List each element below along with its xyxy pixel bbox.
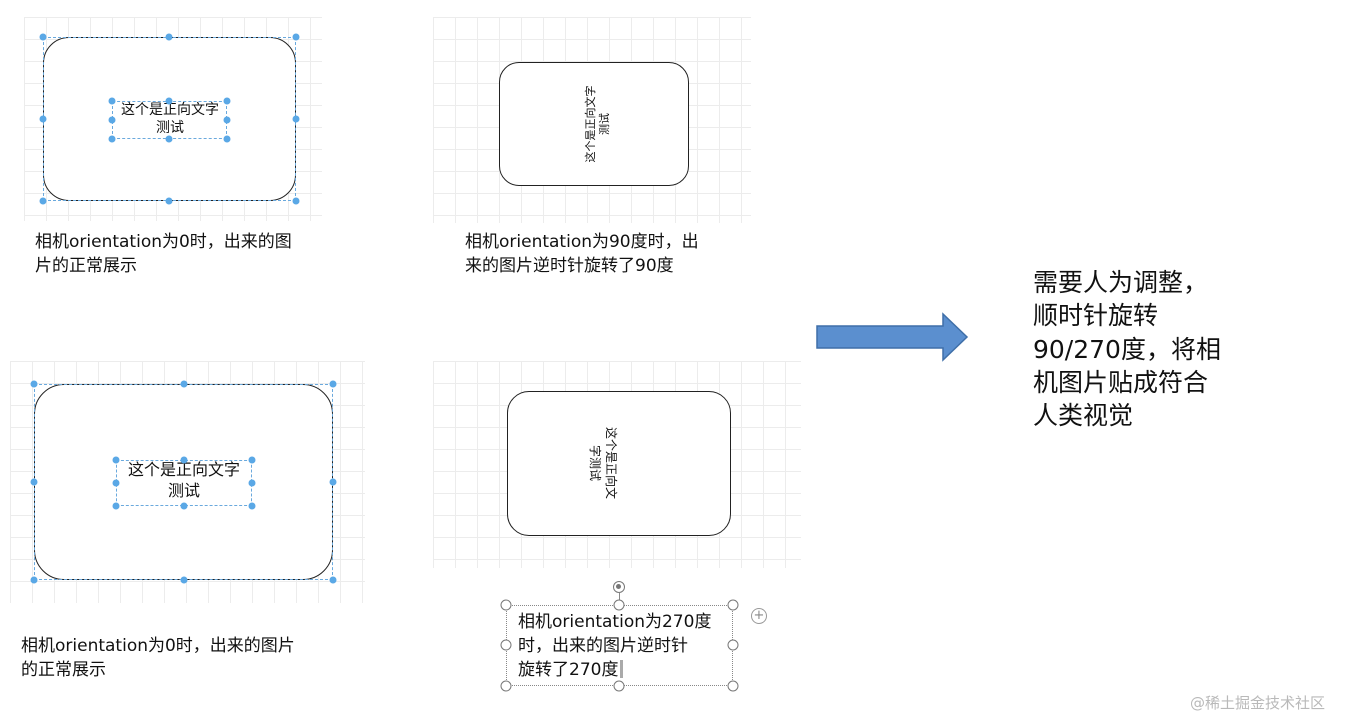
inner-text-line: 这个是正向文 [604, 426, 618, 499]
bottom-right-rotated-text[interactable]: 这个是正向文 字测试 [578, 413, 618, 513]
selection-handle[interactable] [39, 115, 47, 123]
selection-handle[interactable] [30, 380, 38, 388]
conclusion-line: 机图片贴成符合 [1033, 367, 1209, 397]
caption-line: 旋转了270度 [518, 659, 711, 683]
top-right-rotated-text[interactable]: 这个是正向文字 测试 [584, 69, 624, 179]
caption-line-text: 旋转了270度 [518, 659, 619, 680]
caption-line: 来的图片逆时针旋转了90度 [465, 255, 674, 276]
selection-handle[interactable] [112, 479, 120, 487]
text-cursor [620, 659, 624, 678]
plus-circle-icon[interactable]: + [751, 608, 767, 624]
rotate-icon[interactable] [613, 581, 625, 593]
caption-line: 相机orientation为0时，出来的图片 [21, 636, 295, 656]
inner-text-line: 测试 [156, 120, 184, 137]
selection-handle[interactable] [30, 576, 38, 584]
resize-handle[interactable] [727, 599, 739, 611]
inner-text-line: 测试 [598, 113, 612, 135]
selection-handle[interactable] [248, 456, 256, 464]
resize-handle[interactable] [613, 599, 625, 611]
bottom-left-rounded-rect[interactable] [34, 384, 333, 580]
bottom-left-inner-text[interactable]: 这个是正向文字 测试 [111, 460, 257, 502]
resize-handle[interactable] [500, 639, 512, 651]
watermark: @稀土掘金技术社区 [1190, 694, 1326, 712]
selection-handle[interactable] [180, 576, 188, 584]
top-left-caption: 相机orientation为0时，出来的图 片的正常展示 [35, 231, 292, 279]
selection-handle[interactable] [108, 116, 116, 124]
selection-handle[interactable] [223, 97, 231, 105]
caption-line: 相机orientation为90度时，出 [465, 232, 699, 252]
selection-handle[interactable] [165, 135, 173, 143]
selection-handle[interactable] [108, 135, 116, 143]
selection-handle[interactable] [112, 456, 120, 464]
selection-handle[interactable] [165, 197, 173, 205]
inner-text-line: 字测试 [588, 444, 603, 481]
selection-handle[interactable] [248, 502, 256, 510]
caption-line: 片的正常展示 [35, 255, 137, 276]
resize-handle[interactable] [613, 680, 625, 692]
conclusion-text: 需要人为调整， 顺时针旋转 90/270度，将相 机图片贴成符合 人类视觉 [1033, 266, 1221, 432]
conclusion-line: 需要人为调整， [1033, 268, 1209, 297]
caption-line: 相机orientation为270度 [518, 612, 712, 632]
top-right-caption: 相机orientation为90度时，出 来的图片逆时针旋转了90度 [465, 231, 699, 279]
inner-text-line: 这个是正向文字 [127, 460, 240, 479]
inner-text-line: 测试 [167, 480, 200, 500]
conclusion-line: 90/270度，将相 [1033, 334, 1221, 364]
selection-handle[interactable] [108, 97, 116, 105]
caption-line: 相机orientation为0时，出来的图 [35, 232, 292, 252]
selection-handle[interactable] [39, 197, 47, 205]
conclusion-line: 顺时针旋转 [1033, 301, 1159, 331]
selection-handle[interactable] [180, 502, 188, 510]
selection-handle[interactable] [30, 478, 38, 486]
inner-text-line: 这个是正向文字 [121, 102, 219, 118]
right-arrow-icon [816, 312, 969, 362]
resize-handle[interactable] [727, 639, 739, 651]
selection-handle[interactable] [165, 97, 173, 105]
selection-handle[interactable] [329, 576, 337, 584]
resize-handle[interactable] [727, 680, 739, 692]
selection-handle[interactable] [180, 380, 188, 388]
selection-handle[interactable] [112, 502, 120, 510]
bottom-right-caption[interactable]: 相机orientation为270度 时，出来的图片逆时针 旋转了270度 [518, 611, 711, 682]
selection-handle[interactable] [292, 115, 300, 123]
selection-handle[interactable] [329, 380, 337, 388]
selection-handle[interactable] [165, 33, 173, 41]
top-left-inner-text[interactable]: 这个是正向文字 测试 [108, 101, 232, 137]
conclusion-line: 人类视觉 [1033, 401, 1134, 430]
selection-handle[interactable] [329, 478, 337, 486]
arrow-shape [816, 312, 969, 362]
resize-handle[interactable] [500, 599, 512, 611]
rotate-connector [619, 593, 620, 605]
resize-handle[interactable] [500, 680, 512, 692]
selection-handle[interactable] [248, 479, 256, 487]
bottom-right-rounded-rect[interactable] [507, 391, 731, 536]
selection-handle[interactable] [39, 33, 47, 41]
selection-handle[interactable] [292, 33, 300, 41]
caption-line: 时，出来的图片逆时针 [518, 635, 688, 656]
selection-handle[interactable] [180, 456, 188, 464]
caption-line: 的正常展示 [21, 659, 106, 680]
bottom-left-caption: 相机orientation为0时，出来的图片 的正常展示 [21, 635, 295, 683]
selection-handle[interactable] [292, 197, 300, 205]
selection-handle[interactable] [223, 116, 231, 124]
selection-handle[interactable] [223, 135, 231, 143]
top-right-rounded-rect[interactable] [499, 62, 689, 186]
inner-text-line: 这个是正向文字 [584, 85, 597, 163]
